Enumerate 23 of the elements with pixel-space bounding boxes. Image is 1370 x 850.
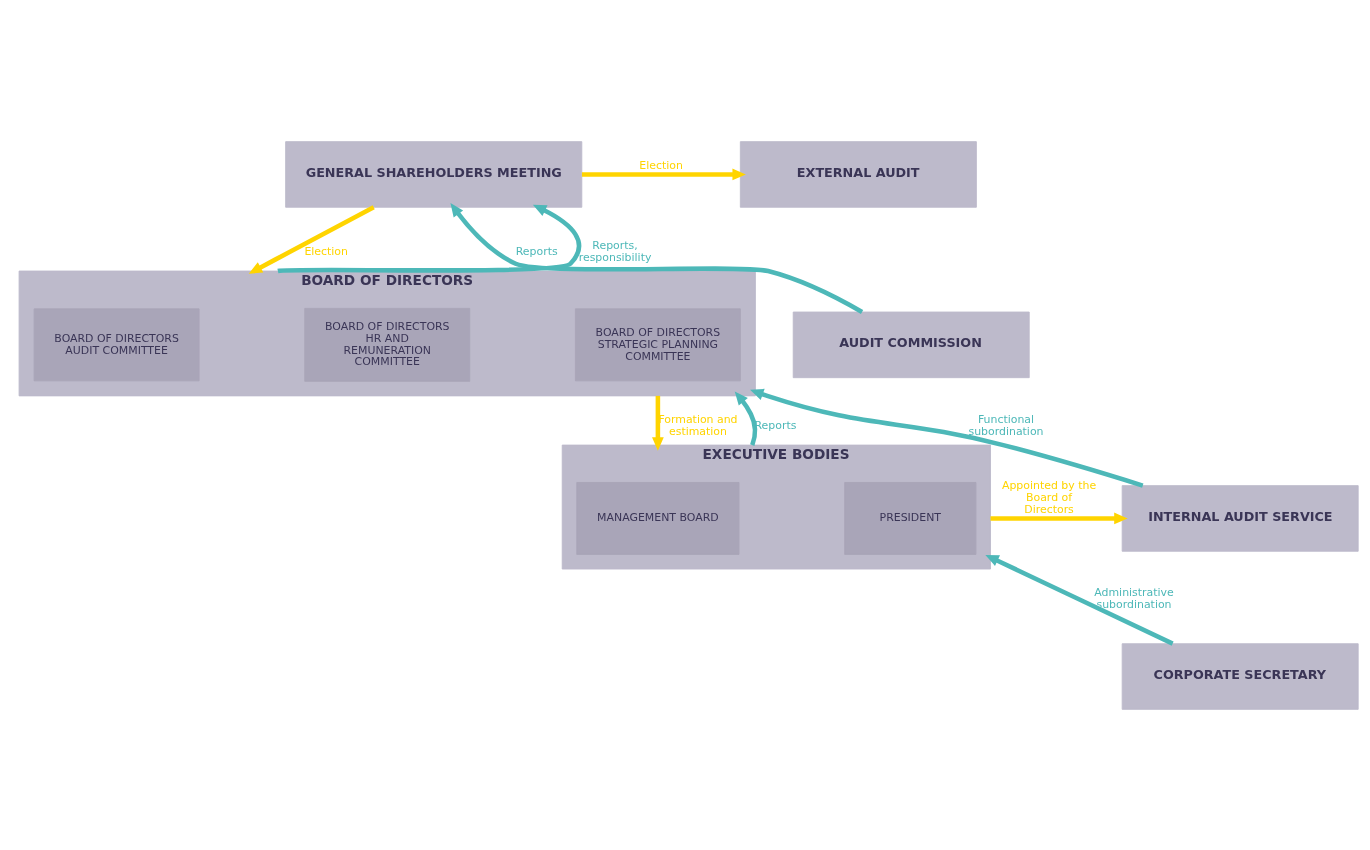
edge-label: Administrative subordination [1094, 585, 1174, 611]
edge-label: Formation and estimation [658, 412, 738, 438]
arrow [652, 395, 664, 451]
edge-label: Reports, responsibility [578, 238, 652, 264]
arrow [750, 388, 1144, 488]
node-box: AUDIT COMMISSION [792, 311, 1030, 378]
arrow [985, 554, 1174, 646]
arrow [248, 204, 375, 274]
arrow [581, 168, 746, 180]
edge-label: Reports [515, 244, 558, 258]
arrow [277, 204, 582, 273]
arrow [734, 391, 758, 446]
edge-label: Election [304, 244, 348, 258]
edge-label: Reports [754, 418, 797, 432]
arrow [990, 512, 1128, 524]
arrow [450, 202, 864, 314]
node-box: INTERNAL AUDIT SERVICE [1121, 484, 1359, 552]
node-box: GENERAL SHAREHOLDERS MEETING [285, 140, 583, 208]
edge-label: Appointed by the Board of Directors [1001, 478, 1097, 516]
node-box: CORPORATE SECRETARY [1121, 642, 1359, 710]
edge-label: Functional subordination [968, 412, 1044, 438]
node-box: EXTERNAL AUDIT [739, 140, 977, 208]
edge-label: Election [639, 158, 683, 172]
